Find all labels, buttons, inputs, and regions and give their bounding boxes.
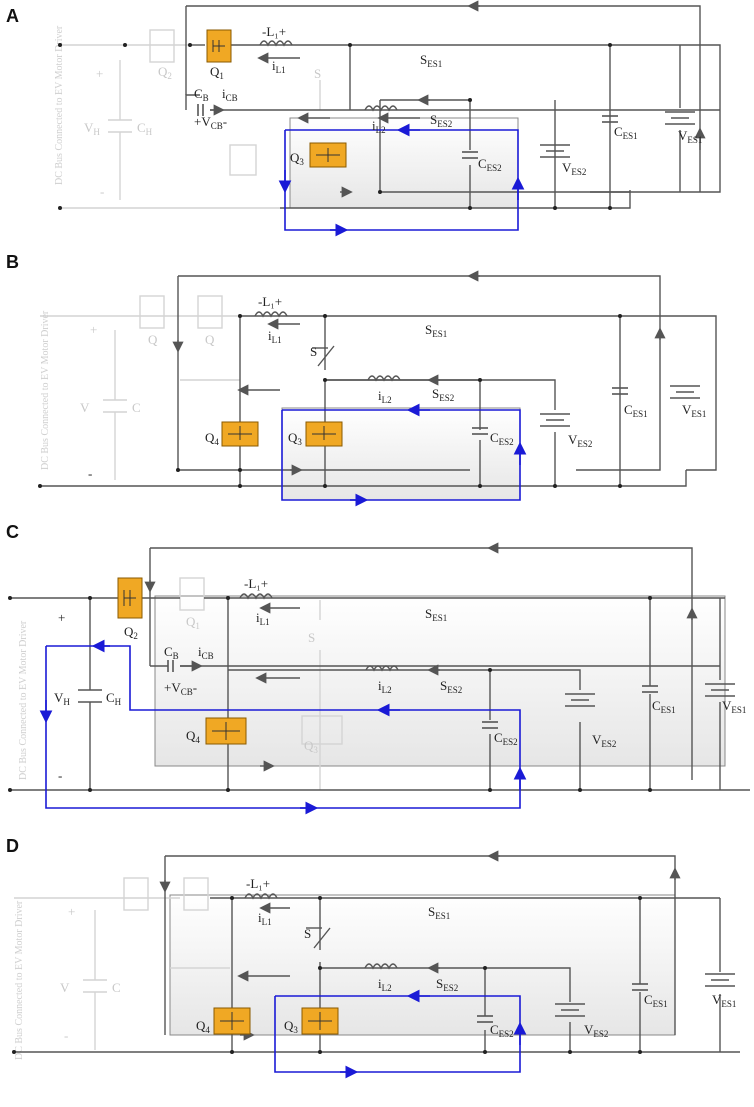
panel-letter: C [6,522,19,542]
panel-b: B + V C Q Q DC Bus Connected to EV Motor… [6,252,717,507]
svg-text:iL2: iL2 [378,976,392,993]
svg-text:iCB: iCB [198,644,214,661]
svg-text:+VCB-: +VCB- [194,114,227,131]
svg-text:+: + [90,322,97,337]
svg-text:SES2: SES2 [436,976,458,993]
svg-text:SES2: SES2 [432,386,454,403]
svg-text:SES2: SES2 [440,678,462,695]
svg-text:CB: CB [164,644,179,661]
svg-text:+: + [58,610,65,625]
svg-text:V: V [60,980,70,995]
svg-text:CH: CH [137,120,153,137]
svg-text:S: S [314,66,321,81]
svg-text:VES1: VES1 [712,992,736,1009]
svg-text:Q4: Q4 [186,728,200,745]
svg-text:VH: VH [54,690,70,707]
svg-text:VES2: VES2 [592,732,616,749]
svg-text:CES2: CES2 [490,1022,514,1039]
svg-text:Q2: Q2 [124,624,138,641]
svg-text:-L₁+: -L₁+ [246,876,270,891]
svg-text:CES1: CES1 [614,124,638,141]
svg-text:Q1: Q1 [210,64,224,81]
svg-text:iL1: iL1 [272,58,286,75]
svg-text:iCB: iCB [222,86,238,103]
svg-text:-L₁+: -L₁+ [244,576,268,591]
switch-q3 [301,1007,339,1035]
svg-text:S: S [308,630,315,645]
svg-text:-: - [58,768,62,783]
svg-text:VH: VH [84,120,100,137]
svg-text:iL1: iL1 [268,328,282,345]
svg-text:C: C [132,400,141,415]
switch-q4 [205,717,247,745]
svg-text:SES1: SES1 [425,322,447,339]
svg-text:VES1: VES1 [682,402,706,419]
svg-text:-: - [88,466,92,481]
panel-letter: D [6,836,19,856]
svg-text:+: + [68,904,75,919]
svg-text:DC Bus Connected to EV Motor D: DC Bus Connected to EV Motor Driver [54,25,65,185]
svg-text:S: S [310,344,317,359]
svg-text:Q3: Q3 [304,738,318,755]
switch-q2 [117,577,143,619]
svg-text:Q: Q [148,332,158,347]
switch-q3 [305,421,343,447]
svg-text:Q4: Q4 [205,430,219,447]
svg-text:VES2: VES2 [584,1022,608,1039]
svg-text:CES1: CES1 [644,992,668,1009]
svg-text:-: - [64,1028,68,1043]
switch-q4 [221,421,259,447]
switch-q3 [309,142,347,168]
svg-text:Q4: Q4 [196,1018,210,1035]
svg-text:DC Bus Connected to EV Motor D: DC Bus Connected to EV Motor Driver [40,310,51,470]
svg-text:DC Bus Connected to EV Motor D: DC Bus Connected to EV Motor Driver [14,900,25,1060]
svg-text:CES2: CES2 [490,430,514,447]
svg-text:VES2: VES2 [562,160,586,177]
svg-text:Q3: Q3 [284,1018,298,1035]
svg-text:SES2: SES2 [430,112,452,129]
panel-a: A + - VH CH Q2 S DC Bus Connected to EV … [6,0,721,237]
svg-text:Q2: Q2 [158,64,172,81]
svg-text:iL2: iL2 [378,388,392,405]
svg-text:+VCB-: +VCB- [164,680,197,697]
svg-text:SES1: SES1 [425,606,447,623]
svg-text:Q1: Q1 [186,614,200,631]
svg-text:iL2: iL2 [372,118,386,135]
svg-text:CES2: CES2 [494,730,518,747]
svg-text:CES1: CES1 [624,402,648,419]
svg-text:VES1: VES1 [722,698,746,715]
panel-letter: B [6,252,19,272]
svg-text:-L₁+: -L₁+ [258,294,282,309]
svg-text:S: S [304,926,311,941]
svg-text:V: V [80,400,90,415]
svg-text:CES2: CES2 [478,156,502,173]
svg-text:SES1: SES1 [420,52,442,69]
svg-text:Q3: Q3 [290,150,304,167]
svg-text:C: C [112,980,121,995]
svg-text:+: + [96,66,103,81]
svg-text:iL1: iL1 [258,910,272,927]
svg-text:CB: CB [194,86,209,103]
panel-letter: A [6,6,19,26]
svg-text:CES1: CES1 [652,698,676,715]
svg-text:SES1: SES1 [428,904,450,921]
svg-text:iL2: iL2 [378,678,392,695]
svg-text:Q3: Q3 [288,430,302,447]
svg-text:DC Bus Connected to EV Motor D: DC Bus Connected to EV Motor Driver [18,620,29,780]
svg-text:Q: Q [205,332,215,347]
switch-q1 [206,29,232,63]
panel-d: D + - V C DC Bus Connected to EV Motor D… [6,836,740,1079]
svg-text:iL1: iL1 [256,610,270,627]
svg-text:-L₁+: -L₁+ [262,24,286,39]
svg-text:VES1: VES1 [678,128,702,145]
svg-text:CH: CH [106,690,122,707]
svg-text:VES2: VES2 [568,432,592,449]
svg-text:-: - [100,184,104,199]
switch-q4 [213,1007,251,1035]
panel-c: C Q1 S Q3 DC Bus Connected to EV Motor D… [6,522,750,815]
